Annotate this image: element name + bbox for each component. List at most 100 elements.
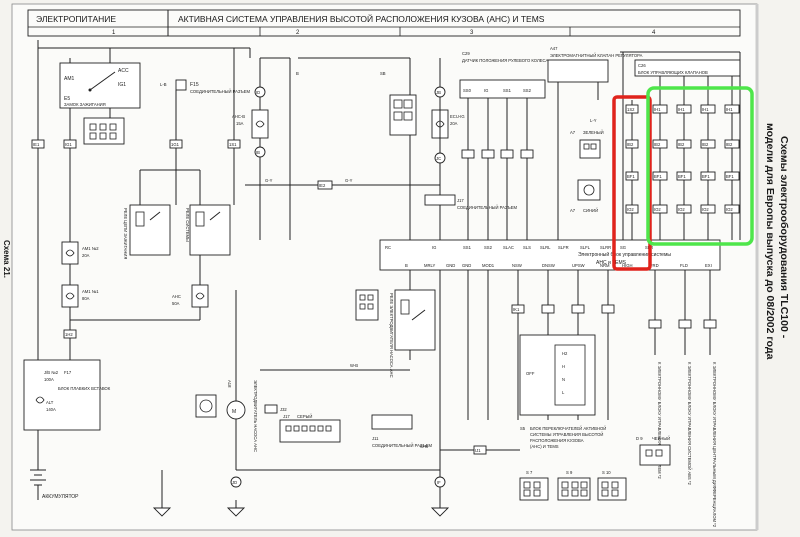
ignition-switch-label: ЗАМОК ЗАЖИГАНИЯ <box>64 102 106 107</box>
junction-j11-code: J11 <box>372 436 379 441</box>
note-abs-ecu: К ЭЛЕКТРОННОМУ БЛОКУ УПРАВЛЕНИЯ СИСТЕМОЙ… <box>687 362 692 485</box>
valve-connector-label-0-0: IH1 <box>654 107 661 112</box>
switch-pos-h: H <box>562 364 565 369</box>
ecu-bottom-pin-12: EXI <box>705 263 712 268</box>
fuse-block-code: F17 <box>64 370 72 375</box>
system-relay-label: РЕЛЕ СИСТЕМЫ <box>185 208 190 242</box>
ground-connector-if: IF <box>434 476 446 488</box>
ecu-bottom-pin-3: GND <box>462 263 471 268</box>
fuse-ahc-rating: 50A <box>172 301 180 306</box>
fuse-ecuig-name: ECU-IG <box>450 114 465 119</box>
wire-color-top-0: L-B <box>160 82 167 87</box>
ecu-bottom-pin-10: FRD <box>650 263 659 268</box>
switch-block-code: S5 <box>520 426 526 431</box>
regulator-valve-box <box>547 59 609 83</box>
fuse-ecuig-rating: 20A <box>450 121 458 126</box>
connector-green-code: A7 <box>570 130 576 135</box>
switch-pos-l: L <box>562 390 565 395</box>
fuse-block-alt-rating: 140A <box>46 407 56 412</box>
connector-d9-black: D 9 ЧЕРНЫЙ <box>636 436 671 466</box>
valve-connector-2-2 <box>700 171 716 181</box>
valve-connector-1-2 <box>676 171 692 181</box>
section-number-3: 3 <box>470 30 474 36</box>
ecu-top-pin-9: SLRR <box>600 245 611 250</box>
ecu-top-pin-6: SLRL <box>540 245 551 250</box>
ground-connector-jb: JB <box>434 86 446 98</box>
steering-pin-ss2: SS2 <box>523 88 532 93</box>
valve-connector-2-0 <box>700 104 716 114</box>
connector-ie1: IE1 <box>31 139 45 149</box>
valve-connector-3-2 <box>724 171 740 181</box>
valve-connector-label-2-1: IB2 <box>702 142 709 147</box>
valve-connector-2-1 <box>700 139 716 149</box>
ecu-bottom-pin-9: HIGH <box>622 263 632 268</box>
valve-connector-1-0 <box>676 104 692 114</box>
header-main-title: АКТИВНАЯ СИСТЕМА УПРАВЛЕНИЯ ВЫСОТОЙ РАСП… <box>178 13 545 24</box>
ecu-top-pin-3: SS2 <box>484 245 493 250</box>
wire-color-top-7: L-Y <box>590 118 597 123</box>
valve-connector-label-2-2: BF1 <box>702 174 710 179</box>
fuse-ahc-name: AHC <box>172 294 181 299</box>
connector-bo2-red: 1S2 <box>627 107 635 112</box>
wire-color-bot-0: W-B <box>350 363 358 368</box>
ecu-top-pin-2: SS1 <box>463 245 472 250</box>
ecu-bottom-pin-2: GND <box>446 263 455 268</box>
steering-pin-ig: IG <box>484 88 488 93</box>
fuse-block-label: БЛОК ПЛАВКИХ ВСТАВОК <box>58 386 111 391</box>
valve-connector-label-0-3: IO2 <box>654 207 661 212</box>
connector-1h2: 1H2 <box>63 329 77 339</box>
ground-label-if: IF <box>437 480 441 485</box>
fuse-ahcb-name: AHC-B <box>232 114 245 119</box>
fuse-am1-no2-name: AM1 №2 <box>82 246 99 251</box>
battery-label: АККУМУЛЯТОР <box>42 494 79 500</box>
fuse-block-jb-rating: 100A <box>44 377 54 382</box>
valve-connector-1-3 <box>676 204 692 214</box>
ahc-motor-label: ЭЛЕКТРОДВИГАТЕЛЬ НАСОСА AHC <box>253 380 258 452</box>
ecu-bottom-pin-4: MOD1 <box>482 263 495 268</box>
valve-block-code: C26 <box>638 63 646 68</box>
ground-label-ib: IB <box>256 150 260 155</box>
steering-sensor-code: C29 <box>462 51 470 56</box>
ground-label-jc: JC <box>436 156 441 161</box>
fuse-ahcb: AHC-B 15A <box>232 109 269 139</box>
ground-connector-id: ID <box>254 86 266 98</box>
junction-j17-label: СОЕДИНИТЕЛЬНЫЙ РАЗЪЕМ <box>457 205 518 210</box>
connector-ie2: IE2 <box>317 180 333 190</box>
connector-io2-red: IO2 <box>627 207 634 212</box>
fuse-block-jb: J/B №2 <box>44 370 59 375</box>
valve-columns: IH1IB2BF1IO2IH1IB2BF1IO2IH1IB2BF1IO2IH1I… <box>652 76 740 240</box>
side-title-line1: Схемы электрооборудования TLC100 - <box>778 136 790 339</box>
ig-relay-label: РЕЛЕ ЦЕПИ ЗАЖИГАНИЯ <box>123 208 128 259</box>
wire-color-mid-0: G-Y <box>265 178 273 183</box>
wire-color-mid-1: G-Y <box>345 178 353 183</box>
ecu-bottom-pin-1: MRLY <box>424 263 436 268</box>
ecu-bottom-pin-5: NSW <box>512 263 522 268</box>
valve-connector-3-0 <box>724 104 740 114</box>
ecu-top-pin-0: RC <box>385 245 391 250</box>
ecu-top-pin-1: IG <box>432 245 436 250</box>
valve-connector-label-1-1: IB2 <box>678 142 685 147</box>
ground-connector-jc: JC <box>434 152 446 164</box>
ground-label-jb: JB <box>436 90 441 95</box>
ecu-top-pin-7: SLFR <box>558 245 569 250</box>
valve-connector-2-3 <box>700 204 716 214</box>
connector-black-label: ЧЕРНЫЙ <box>652 436 670 441</box>
note-engine-ecu: К ЭЛЕКТРОННОМУ БЛОКУ УПРАВЛЕНИЯ ДВИГАТЕЛ… <box>657 362 662 479</box>
connector-black-code: D 9 <box>636 436 643 441</box>
note-diff-ecu: К ЭЛЕКТРОННОМУ БЛОКУ УПРАВЛЕНИЯ ЦЕНТРАЛЬ… <box>712 362 717 528</box>
switch-block-label1: БЛОК ПЕРЕКЛЮЧАТЕЛЕЙ АКТИВНОЙ <box>530 426 606 431</box>
ecu-top-pin-4: SLAC <box>503 245 514 250</box>
bottom-connector-s10: S 10 <box>597 470 627 501</box>
regulator-valve-code: A47 <box>550 46 558 51</box>
fuse-block-alt: ALT <box>46 400 54 405</box>
fuse-am1-no1-rating: 80A <box>82 296 90 301</box>
steering-pin-ss0: SS0 <box>463 88 472 93</box>
fuse-am1-no2-rating: 20A <box>82 253 90 258</box>
valve-connector-label-2-3: IO2 <box>702 207 709 212</box>
bottom-connector-s7: S 7 <box>519 470 549 501</box>
wire-color-top-1: B <box>296 71 299 76</box>
valve-connector-label-1-0: IH1 <box>678 107 685 112</box>
bottom-connector-s9-label: S 9 <box>566 470 573 475</box>
header-left-title: ЭЛЕКТРОПИТАНИЕ <box>36 14 116 24</box>
ecu-top-pin-5: SLS <box>523 245 531 250</box>
